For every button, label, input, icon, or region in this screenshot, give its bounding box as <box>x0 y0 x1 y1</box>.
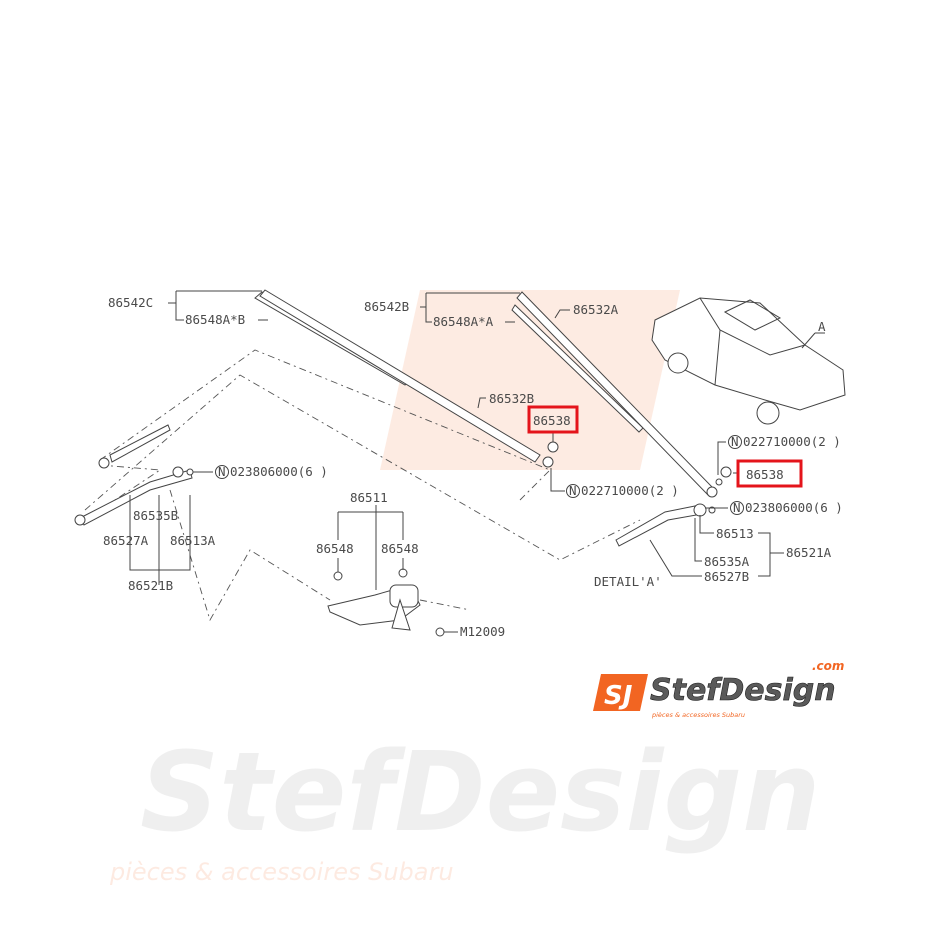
left-arm-pivot <box>542 456 554 468</box>
watermark: StefDesign pièces & accessoires Subaru <box>109 290 820 886</box>
svg-text:SJ: SJ <box>604 681 633 711</box>
left-wiper-assembly <box>74 289 559 526</box>
left-link-rod <box>109 424 171 463</box>
watermark-tagline: pièces & accessoires Subaru <box>109 858 454 886</box>
label-detail-a: DETAIL'A' <box>594 574 662 589</box>
label-nut-left: 022710000(2 ) <box>581 483 679 498</box>
label-86527A: 86527A <box>103 533 149 548</box>
logo-brand: StefDesign <box>650 673 836 708</box>
label-bolt-right: 023806000(6 ) <box>745 500 843 515</box>
left-arm <box>259 289 541 463</box>
label-86535A: 86535A <box>704 554 750 569</box>
logo-domain: .com <box>812 659 844 673</box>
label-86513A: 86513A <box>170 533 216 548</box>
right-wiper-assembly <box>511 291 732 547</box>
label-86548A-A: 86548A*A <box>433 314 494 329</box>
label-86521A: 86521A <box>786 545 832 560</box>
car-illustration <box>651 297 846 425</box>
logo-tagline: pièces & accessoires Subaru <box>651 711 745 719</box>
part-labels: 86542C 86548A*B 86542B 86548A*A 86532A A… <box>103 295 843 639</box>
highlight-box-cap-left <box>527 405 579 434</box>
label-86548-2: 86548 <box>381 541 419 556</box>
label-86548A-B: 86548A*B <box>185 312 245 327</box>
highlight-box-cap-right <box>736 459 803 488</box>
label-nut-right: 022710000(2 ) <box>743 434 841 449</box>
label-leaders <box>129 290 825 633</box>
n-symbol: N <box>731 434 739 449</box>
watermark-brand: StefDesign <box>140 728 820 856</box>
left-cap-part <box>547 441 559 453</box>
label-86548-1: 86548 <box>316 541 354 556</box>
label-86542C: 86542C <box>108 295 153 310</box>
n-symbols: N N N N <box>215 434 744 515</box>
n-symbol: N <box>569 483 577 498</box>
label-86527B: 86527B <box>704 569 749 584</box>
label-86532B: 86532B <box>489 391 534 406</box>
label-detail-a-marker: A <box>818 319 826 334</box>
label-M12009: M12009 <box>460 624 505 639</box>
label-86513: 86513 <box>716 526 754 541</box>
label-86532A: 86532A <box>573 302 619 317</box>
label-86535B: 86535B <box>133 508 178 523</box>
sd-logo-badge <box>593 674 648 711</box>
wiper-motor <box>327 568 445 637</box>
stefdesign-logo: SJ StefDesign .com pièces & accessoires … <box>593 659 844 719</box>
n-symbol: N <box>733 500 741 515</box>
right-blade <box>511 304 644 433</box>
label-86538-left[interactable]: 86538 <box>533 413 571 428</box>
left-linkage <box>79 469 193 526</box>
label-86511: 86511 <box>350 490 388 505</box>
label-86542B: 86542B <box>364 299 409 314</box>
n-symbol: N <box>218 464 226 479</box>
label-86521B: 86521B <box>128 578 173 593</box>
label-86538-right[interactable]: 86538 <box>746 467 784 482</box>
watermark-logo-shape <box>380 290 680 470</box>
label-bolt-left: 023806000(6 ) <box>230 464 328 479</box>
